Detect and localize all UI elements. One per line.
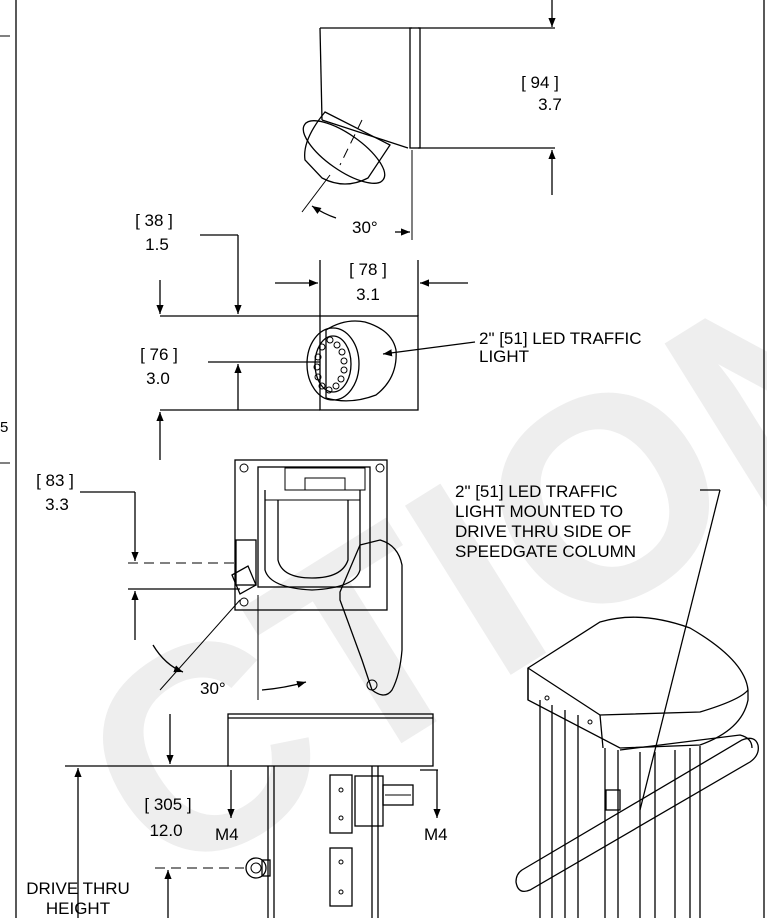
dim-83-in: 3.3 [45, 495, 69, 514]
dim-305-mm: [ 305 ] [144, 795, 191, 814]
m4-label-left: M4 [215, 825, 239, 844]
led-mount-callout-2: LIGHT MOUNTED TO [455, 502, 623, 521]
led-dots [313, 336, 348, 394]
drive-thru-label-2: HEIGHT [46, 899, 110, 918]
column-elevation [65, 713, 441, 918]
dim-94-mm: [ 94 ] [521, 73, 559, 92]
dim-76-in: 3.0 [146, 369, 170, 388]
led-mount-callout-4: SPEEDGATE COLUMN [455, 542, 636, 561]
led-light-callout-2: LIGHT [479, 347, 529, 366]
front-view [156, 234, 476, 460]
angle-side-30: 30° [200, 679, 226, 698]
dim-76-mm: [ 76 ] [140, 345, 178, 364]
dim-305-in: 12.0 [149, 821, 182, 840]
side-view [80, 459, 403, 700]
dim-83-mm: [ 83 ] [36, 471, 74, 490]
led-mount-callout-3: DRIVE THRU SIDE OF [455, 522, 631, 541]
dim-38-in: 1.5 [145, 235, 169, 254]
m4-label-right: M4 [424, 825, 448, 844]
watermark: CTION [28, 190, 767, 918]
led-light-callout-1: 2" [51] LED TRAFFIC [479, 329, 642, 348]
angle-top-30: 30° [352, 218, 378, 237]
top-view [301, 0, 556, 240]
speedgate-isometric [515, 489, 759, 918]
dim-78-mm: [ 78 ] [349, 260, 387, 279]
drive-thru-label-1: DRIVE THRU [26, 879, 130, 898]
led-mount-callout-1: 2" [51] LED TRAFFIC [455, 482, 618, 501]
dim-78-in: 3.1 [356, 285, 380, 304]
dim-94-in: 3.7 [538, 95, 562, 114]
dim-38-mm: [ 38 ] [135, 211, 173, 230]
margin-mark: 5 [0, 419, 8, 436]
